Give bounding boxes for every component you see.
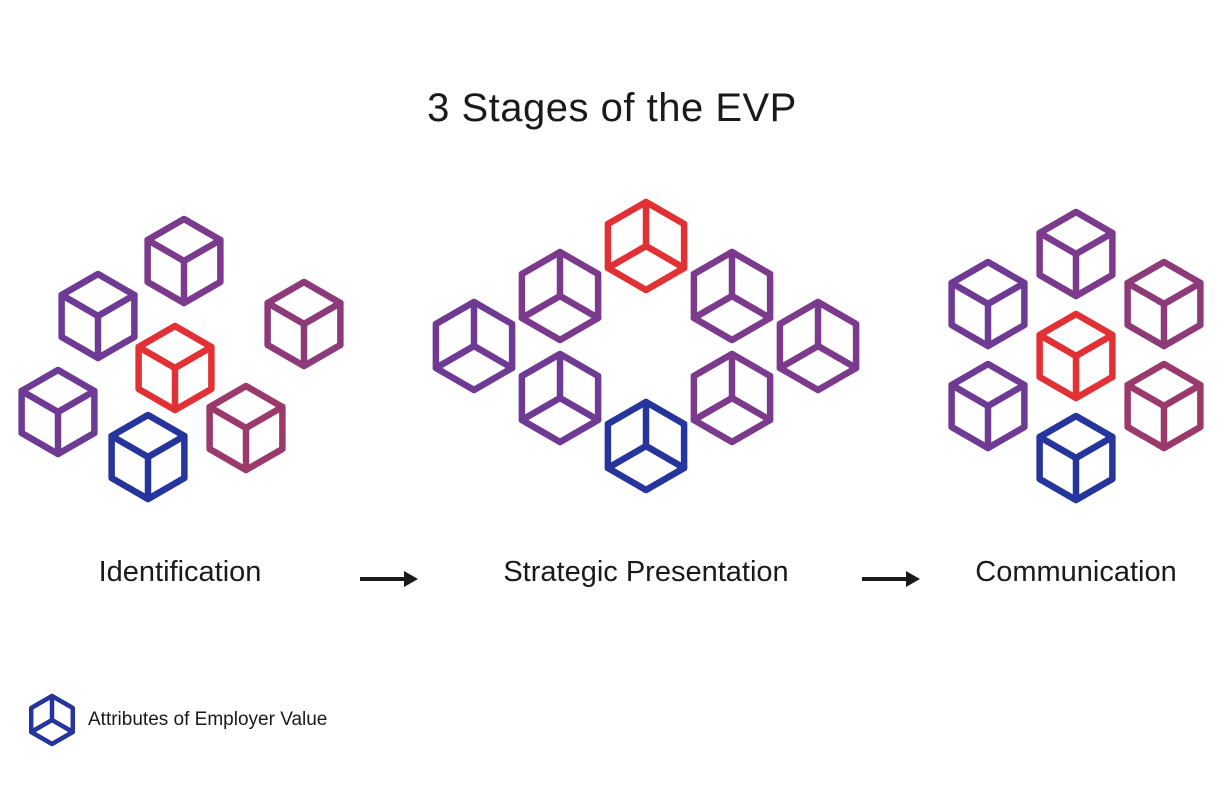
legend: Attributes of Employer Value bbox=[26, 692, 327, 748]
cube-icon bbox=[1124, 258, 1204, 350]
cube-icon bbox=[690, 350, 774, 446]
cube-icon bbox=[604, 198, 688, 294]
cube-icon bbox=[690, 248, 774, 344]
cube-icon bbox=[776, 298, 860, 394]
cube-icon bbox=[432, 298, 516, 394]
stage-identification-cubes bbox=[18, 215, 344, 503]
cube-icon bbox=[948, 258, 1028, 350]
cube-icon bbox=[604, 398, 688, 494]
cube-icon bbox=[948, 360, 1028, 452]
arrow-right-icon bbox=[862, 571, 920, 587]
stage-communication-cubes bbox=[948, 208, 1204, 504]
cube-icon bbox=[135, 322, 215, 414]
arrow-right-icon bbox=[360, 571, 418, 587]
cube-icon bbox=[264, 278, 344, 370]
cube-icon bbox=[518, 248, 602, 344]
cube-icon bbox=[206, 382, 286, 474]
cube-icon bbox=[144, 215, 224, 307]
cube-icon bbox=[18, 366, 98, 458]
stage-strategic-presentation-cubes bbox=[432, 198, 860, 494]
legend-label: Attributes of Employer Value bbox=[88, 709, 328, 730]
diagram-title: 3 Stages of the EVP bbox=[427, 86, 797, 130]
cube-icon bbox=[518, 350, 602, 446]
cube-icon bbox=[58, 270, 138, 362]
cube-icon bbox=[1036, 208, 1116, 300]
cube-icon bbox=[28, 693, 76, 747]
stage-label-strategic-presentation: Strategic Presentation bbox=[503, 556, 789, 588]
cube-icon bbox=[1036, 412, 1116, 504]
cube-icon bbox=[28, 693, 76, 747]
cube-icon bbox=[1036, 310, 1116, 402]
cube-icon bbox=[108, 411, 188, 503]
cube-icon bbox=[1124, 360, 1204, 452]
stage-label-identification: Identification bbox=[98, 556, 262, 588]
stage-label-communication: Communication bbox=[975, 556, 1177, 588]
